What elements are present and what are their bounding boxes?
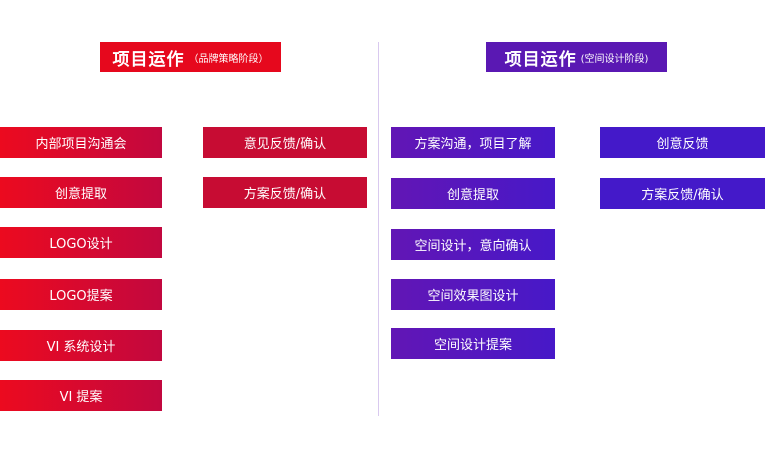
space-design-title: 项目运作 [504, 49, 577, 70]
step-logo-proposal: LOGO提案 [0, 279, 162, 310]
step-vi-proposal: VI 提案 [0, 380, 162, 411]
step-space-design-proposal: 空间设计提案 [391, 328, 555, 359]
brand-strategy-header: 项目运作 （品牌策略阶段） [100, 42, 281, 72]
step-creative-extraction: 创意提取 [0, 177, 162, 208]
space-design-subtitle: (空间设计阶段) [580, 53, 649, 65]
space-design-header: 项目运作 (空间设计阶段) [486, 42, 667, 72]
step-plan-feedback-confirm: 方案反馈/确认 [203, 177, 367, 208]
step-creative-feedback: 创意反馈 [600, 127, 765, 158]
step-creative-extraction-space: 创意提取 [391, 178, 555, 209]
step-plan-communication: 方案沟通，项目了解 [391, 127, 555, 158]
step-internal-meeting: 内部项目沟通会 [0, 127, 162, 158]
section-divider [378, 42, 379, 416]
step-space-rendering: 空间效果图设计 [391, 279, 555, 310]
step-plan-feedback-confirm-space: 方案反馈/确认 [600, 178, 765, 209]
brand-strategy-title: 项目运作 [112, 49, 185, 70]
step-feedback-confirm: 意见反馈/确认 [203, 127, 367, 158]
step-vi-system-design: VI 系统设计 [0, 330, 162, 361]
step-space-design-intent: 空间设计，意向确认 [391, 229, 555, 260]
brand-strategy-subtitle: （品牌策略阶段） [188, 53, 269, 65]
step-logo-design: LOGO设计 [0, 227, 162, 258]
